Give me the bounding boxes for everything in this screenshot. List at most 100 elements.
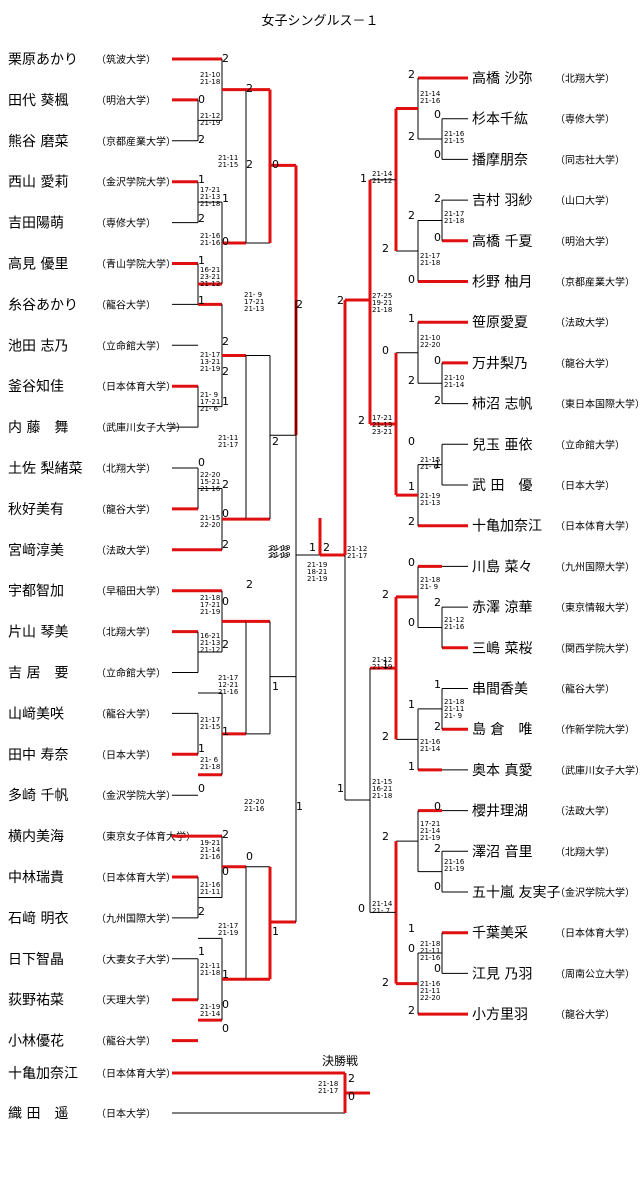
round-score: 2 [337, 294, 344, 307]
round-score: 0 [434, 962, 441, 975]
round-score: 0 [222, 998, 229, 1011]
player-name: 小林優花 [8, 1034, 64, 1050]
round-score: 0 [246, 850, 253, 863]
round-score: 2 [358, 414, 365, 427]
round-score: 0 [408, 942, 415, 955]
round-score: 1 [382, 658, 389, 671]
round-score: 2 [434, 394, 441, 407]
player-school: （同志社大学） [555, 153, 625, 166]
round-score: 1 [222, 968, 229, 981]
player-name: 横内美海 [8, 829, 64, 845]
round-score: 1 [198, 254, 205, 267]
player-name: 田代 葵楓 [8, 93, 68, 109]
round-score: 0 [222, 595, 229, 608]
round-score: 2 [382, 730, 389, 743]
round-score: 1 [408, 760, 415, 773]
player-school: （青山学院大学） [96, 258, 176, 271]
player-school: （立命館大学） [555, 438, 625, 451]
round-score: 2 [408, 130, 415, 143]
player-school: （法政大学） [555, 805, 615, 818]
player-name: 兒玉 亜依 [472, 437, 532, 453]
round-score: 0 [358, 902, 365, 915]
round-score: 0 [222, 1022, 229, 1035]
round-score: 0 [408, 273, 415, 286]
round-score: 0 [222, 235, 229, 248]
round-score: 1 [408, 922, 415, 935]
player-school: （早稲田大学） [96, 585, 166, 598]
player-name: 山﨑美咲 [8, 706, 64, 722]
player-school: （金沢学院大学） [96, 789, 176, 802]
round-score: 2 [222, 638, 229, 651]
round-score: 0 [408, 435, 415, 448]
round-score: 1 [198, 945, 205, 958]
round-score: 0 [434, 880, 441, 893]
player-name: 川島 菜々 [472, 559, 532, 575]
player-name: 島 倉 唯 [472, 722, 532, 738]
player-school: （日本大学） [96, 1107, 156, 1120]
player-school: （筑波大学） [96, 53, 156, 66]
player-name: 片山 琴美 [8, 625, 68, 641]
round-score: 2 [222, 335, 229, 348]
round-score: 2 [296, 298, 303, 311]
player-school: （龍谷大学） [96, 707, 156, 720]
round-score: 0 [222, 865, 229, 878]
player-school: （北翔大学） [555, 72, 615, 85]
round-score: 0 [408, 556, 415, 569]
player-name: 宇都智加 [8, 584, 64, 600]
player-school: （東京女子体育大学） [96, 830, 196, 843]
player-school: （山口大学） [555, 194, 615, 207]
round-score: 2 [323, 541, 330, 554]
player-name: 高橋 千夏 [472, 233, 532, 250]
round-score: 0 [434, 354, 441, 367]
round-score: 0 [434, 231, 441, 244]
player-name: 十亀加奈江 [472, 519, 542, 535]
player-name: 櫻井理湖 [472, 803, 528, 820]
player-school: （専修大学） [96, 217, 156, 230]
player-school: （東京情報大学） [555, 601, 635, 614]
round-score: 2 [382, 830, 389, 843]
player-school: （龍谷大学） [555, 357, 615, 370]
player-name: 田中 寿奈 [8, 746, 68, 763]
player-name: 高見 優里 [8, 256, 68, 273]
player-school: （京都産業大学） [96, 135, 176, 148]
player-school: （日本体育大学） [96, 871, 176, 884]
player-name: 千葉美采 [472, 926, 528, 942]
player-name: 内 藤 舞 [8, 420, 68, 436]
round-score: 0 [434, 108, 441, 121]
player-school: （日本体育大学） [96, 1067, 176, 1080]
round-score: 1 [337, 782, 344, 795]
round-score: 2 [434, 192, 441, 205]
round-score: 1 [198, 742, 205, 755]
player-school: （九州国際大学） [555, 560, 635, 573]
player-name: 土佐 梨緒菜 [8, 461, 82, 477]
round-score: 0 [434, 148, 441, 161]
player-name: 石﨑 明衣 [8, 911, 68, 927]
round-score: 2 [246, 158, 253, 171]
player-name: 武 田 優 [472, 478, 532, 494]
player-school: （龍谷大学） [96, 298, 156, 311]
round-score: 0 [198, 456, 205, 469]
player-name: 万井梨乃 [472, 356, 528, 372]
